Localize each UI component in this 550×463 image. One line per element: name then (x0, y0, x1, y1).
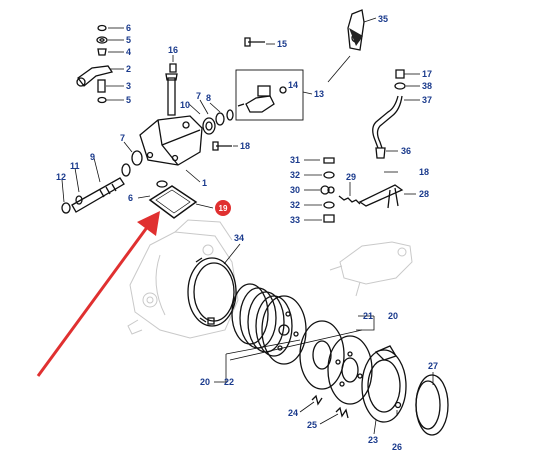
callout-label: 11 (70, 161, 80, 171)
sealing-washers-7-10 (121, 109, 234, 188)
callout-label: 21 (363, 311, 373, 321)
callout-label: 37 (422, 95, 432, 105)
callout-label: 17 (422, 69, 432, 79)
right-housing-ghost (329, 241, 413, 297)
callout-label: 18 (419, 167, 429, 177)
callout-label: 38 (422, 81, 432, 91)
callout-label: 7 (196, 91, 201, 101)
callout-label: 30 (290, 185, 300, 195)
callout-label: 20 (388, 311, 398, 321)
callout-label: 22 (224, 377, 234, 387)
callout-label: 6 (128, 193, 133, 203)
callout-label: 10 (180, 100, 190, 110)
callout-label: 12 (56, 172, 66, 182)
gasket-19 (148, 185, 198, 219)
callout-label: 18 (240, 141, 250, 151)
callout-label: 3 (126, 81, 131, 91)
shaft-9 (61, 177, 125, 214)
callout-label: 32 (290, 170, 300, 180)
callout-label: 24 (288, 408, 298, 418)
transmission-housing-ghost (127, 219, 239, 339)
detent-parts (320, 157, 361, 223)
cover-disc-27 (415, 374, 449, 436)
callout-label: 20 (200, 377, 210, 387)
callout-label: 26 (392, 442, 402, 452)
callout-label: 7 (120, 133, 125, 143)
callout-label: 33 (290, 215, 300, 225)
callout-labels: 6 5 4 2 3 5 16 15 35 14 13 17 38 37 10 7… (56, 14, 438, 452)
callout-label: 27 (428, 361, 438, 371)
springs-24-25 (311, 394, 349, 419)
right-linkage-parts (358, 69, 406, 209)
callout-19: 19 (219, 204, 228, 213)
highlighted-part-19-marker[interactable]: 19 (215, 200, 231, 216)
valve-block (139, 73, 203, 166)
callout-label: 32 (290, 200, 300, 210)
callout-label: 5 (126, 35, 131, 45)
callout-label: 31 (290, 155, 300, 165)
brake-band-34 (187, 257, 237, 327)
callout-label: 23 (368, 435, 378, 445)
leader-lines (61, 17, 434, 435)
pin-26 (394, 401, 402, 409)
red-pointer-arrow (36, 211, 160, 377)
callout-label: 2 (126, 64, 131, 74)
callout-label: 1 (202, 178, 207, 188)
clutch-disc-pack (231, 283, 307, 365)
bolt-16 (169, 63, 177, 73)
callout-label: 35 (378, 14, 388, 24)
callout-label: 8 (206, 93, 211, 103)
callout-label: 34 (234, 233, 244, 243)
solenoid-inset-box (235, 69, 304, 121)
callout-label: 14 (288, 80, 298, 90)
callout-label: 29 (346, 172, 356, 182)
callout-label: 9 (90, 152, 95, 162)
callout-label: 25 (307, 420, 317, 430)
control-lever-stack (76, 24, 114, 104)
pressure-plate (327, 335, 373, 405)
callout-label: 36 (401, 146, 411, 156)
callout-label: 6 (126, 23, 131, 33)
bolt-18 (212, 141, 232, 151)
callout-label: 15 (277, 39, 287, 49)
callout-label: 5 (126, 95, 131, 105)
friction-disc (299, 320, 345, 390)
bolt-15 (244, 37, 265, 47)
callout-label: 28 (419, 189, 429, 199)
callout-label: 4 (126, 47, 131, 57)
callout-label: 13 (314, 89, 324, 99)
backing-plate-23 (361, 345, 407, 423)
callout-label: 16 (168, 45, 178, 55)
lever-35 (347, 9, 365, 51)
